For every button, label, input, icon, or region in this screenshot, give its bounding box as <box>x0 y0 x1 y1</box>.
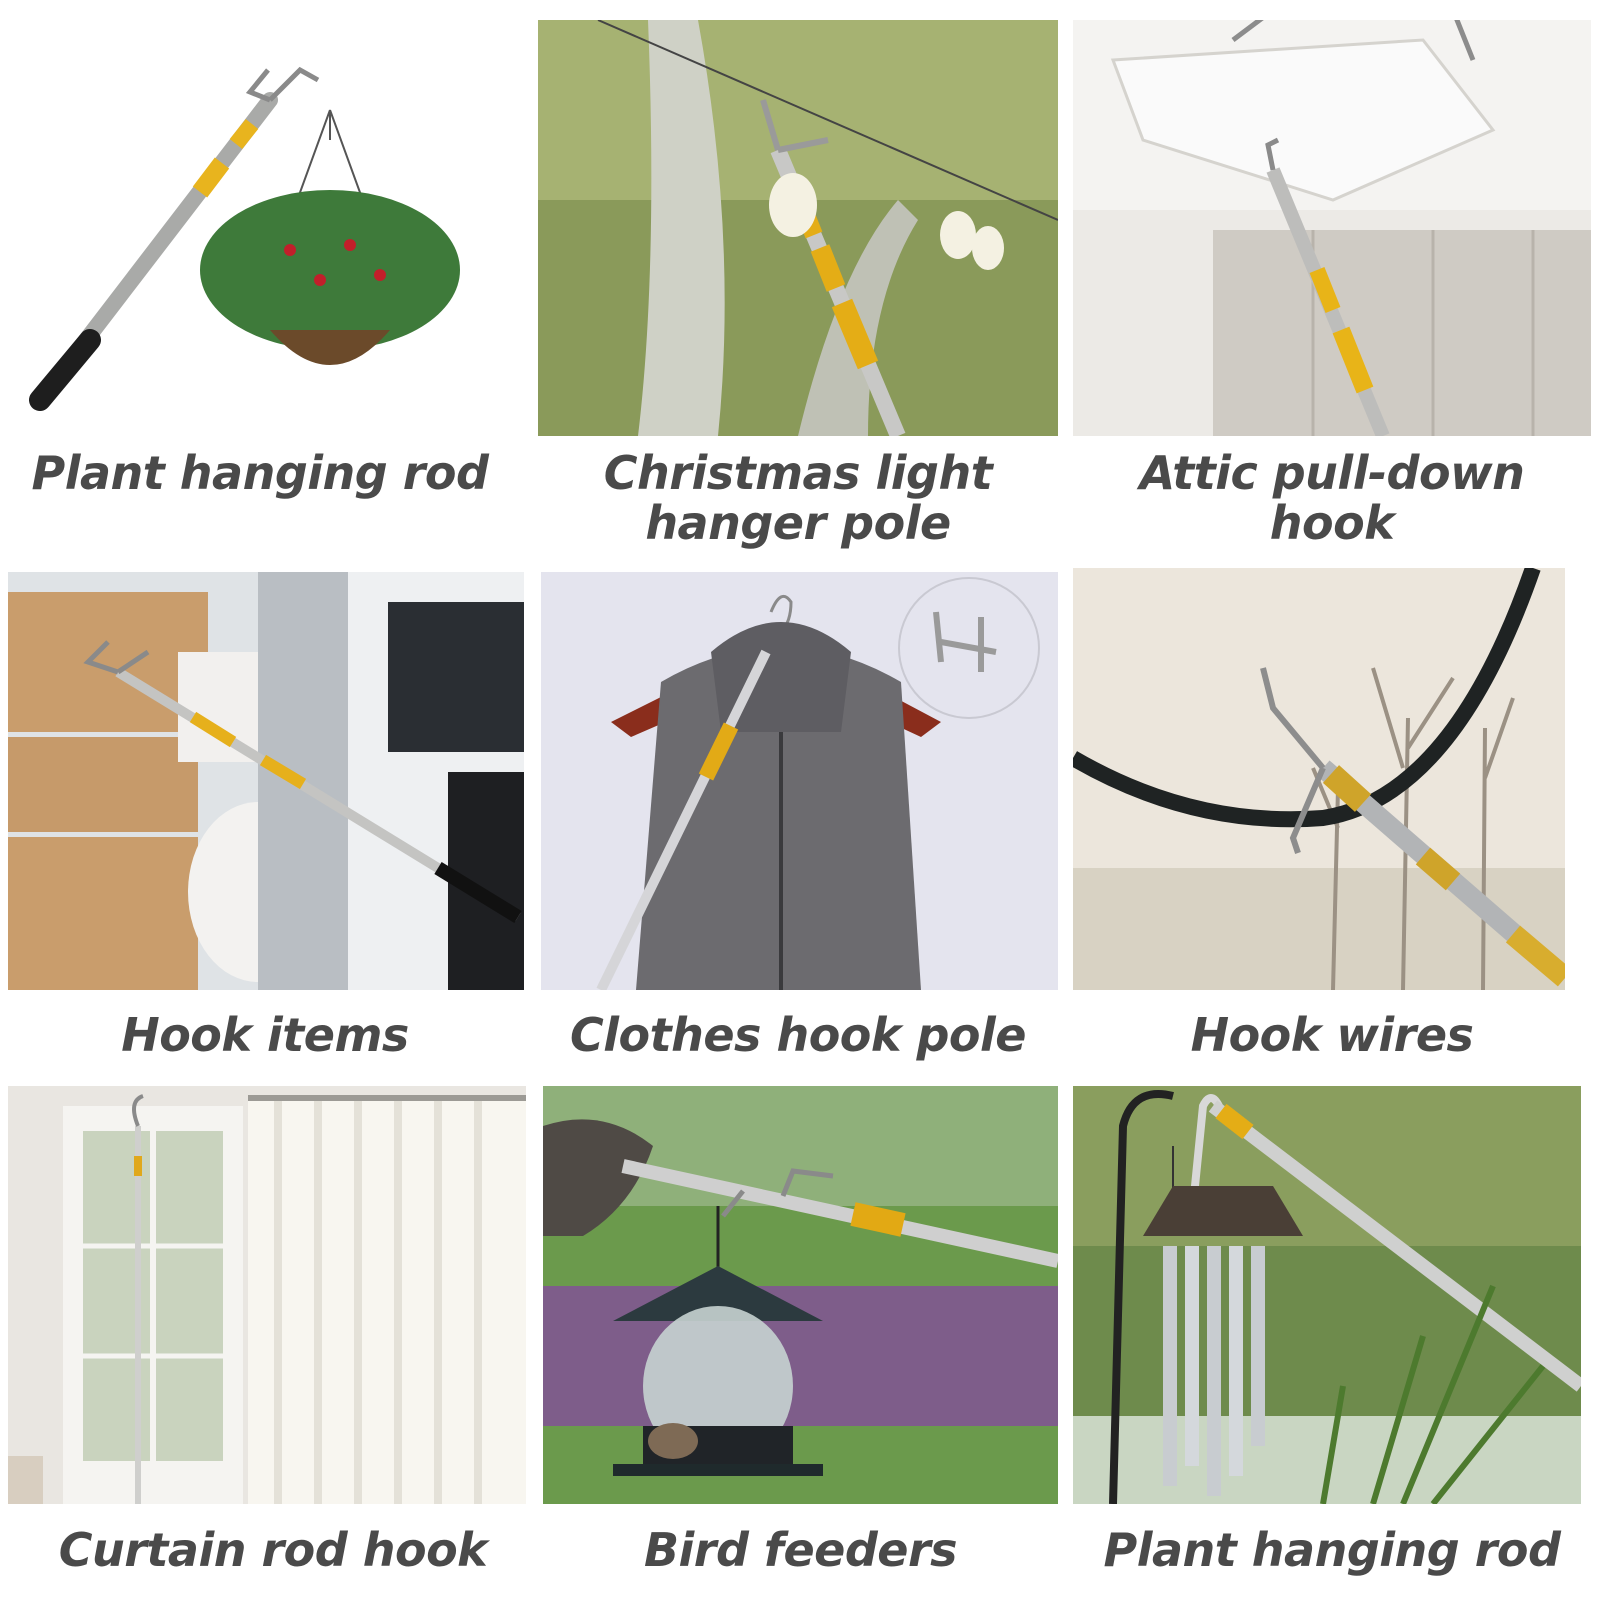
panel-8-caption: Bird feeders <box>643 1523 958 1577</box>
panel-3-image <box>1073 20 1591 436</box>
panel-6-caption: Hook wires <box>1190 1008 1474 1062</box>
bird-feeder-photo <box>543 1086 1058 1504</box>
panel-2-image <box>538 20 1058 436</box>
panel-8-image <box>543 1086 1058 1504</box>
panel-5-caption: Clothes hook pole <box>569 1008 1027 1062</box>
hook-wires-photo <box>1073 568 1565 990</box>
wind-chime-photo <box>1073 1086 1581 1504</box>
plant-basket-photo <box>0 20 512 432</box>
panel-4-caption: Hook items <box>121 1008 409 1062</box>
panel-9-image <box>1073 1086 1581 1504</box>
curtain-room-photo <box>8 1086 526 1504</box>
panel-3-caption: Attic pull-down hook <box>1139 446 1525 550</box>
van-boxes-photo <box>8 572 524 990</box>
vest-hanger-photo <box>541 572 1058 990</box>
panel-9-caption: Plant hanging rod <box>1103 1523 1561 1577</box>
panel-7-caption: Curtain rod hook <box>58 1523 488 1577</box>
panel-5-image <box>541 572 1058 990</box>
panel-2-caption: Christmas light hanger pole <box>603 446 993 550</box>
christmas-lights-photo <box>538 20 1058 436</box>
panel-1-image <box>0 20 512 432</box>
panel-4-image <box>8 572 524 990</box>
attic-door-photo <box>1073 20 1591 436</box>
panel-1-caption: Plant hanging rod <box>31 446 489 500</box>
panel-7-image <box>8 1086 526 1504</box>
panel-6-image <box>1073 568 1565 990</box>
